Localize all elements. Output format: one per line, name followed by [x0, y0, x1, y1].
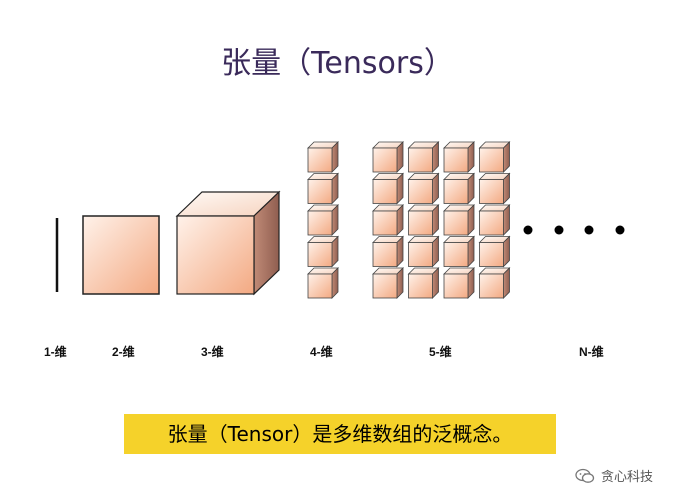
label-nd: N-维 — [579, 345, 604, 359]
wechat-icon — [575, 468, 595, 483]
watermark-text: 贪心科技 — [600, 470, 653, 485]
small-cube — [372, 172, 404, 205]
page-title: 张量（Tensors） — [221, 46, 454, 81]
small-cube — [307, 267, 339, 299]
label-4d: 4-维 — [310, 345, 333, 359]
small-cube — [443, 172, 475, 205]
caption-banner: 张量（Tensor）是多维数组的泛概念。 — [124, 414, 556, 454]
small-cube — [443, 235, 475, 268]
small-cube — [478, 172, 511, 205]
watermark: 贪心科技 — [575, 466, 653, 485]
small-cube — [407, 267, 440, 299]
small-cube — [443, 141, 475, 173]
small-cube — [307, 204, 339, 236]
cube-grid-5d — [372, 141, 511, 299]
small-cube — [478, 235, 511, 268]
small-cube — [407, 204, 440, 236]
small-cube — [478, 141, 511, 173]
small-cube — [407, 172, 440, 205]
small-cube — [372, 267, 404, 299]
small-cube — [372, 141, 404, 173]
small-cube — [307, 235, 339, 268]
small-cube — [372, 235, 404, 268]
label-5d: 5-维 — [429, 345, 452, 359]
small-cube — [407, 141, 440, 173]
label-3d: 3-维 — [201, 345, 224, 359]
matrix-square-2d — [82, 215, 160, 295]
small-cube — [443, 267, 475, 299]
small-cube — [443, 204, 475, 236]
small-cube — [478, 204, 511, 236]
small-cube — [407, 235, 440, 268]
small-cube — [372, 204, 404, 236]
small-cube — [478, 267, 511, 299]
cube-column-4d — [307, 141, 339, 299]
cube-3d — [175, 190, 281, 296]
label-1d: 1-维 — [44, 345, 67, 359]
small-cube — [307, 172, 339, 205]
label-2d: 2-维 — [112, 345, 135, 359]
small-cube — [307, 141, 339, 173]
ellipsis-dots — [523, 225, 625, 235]
